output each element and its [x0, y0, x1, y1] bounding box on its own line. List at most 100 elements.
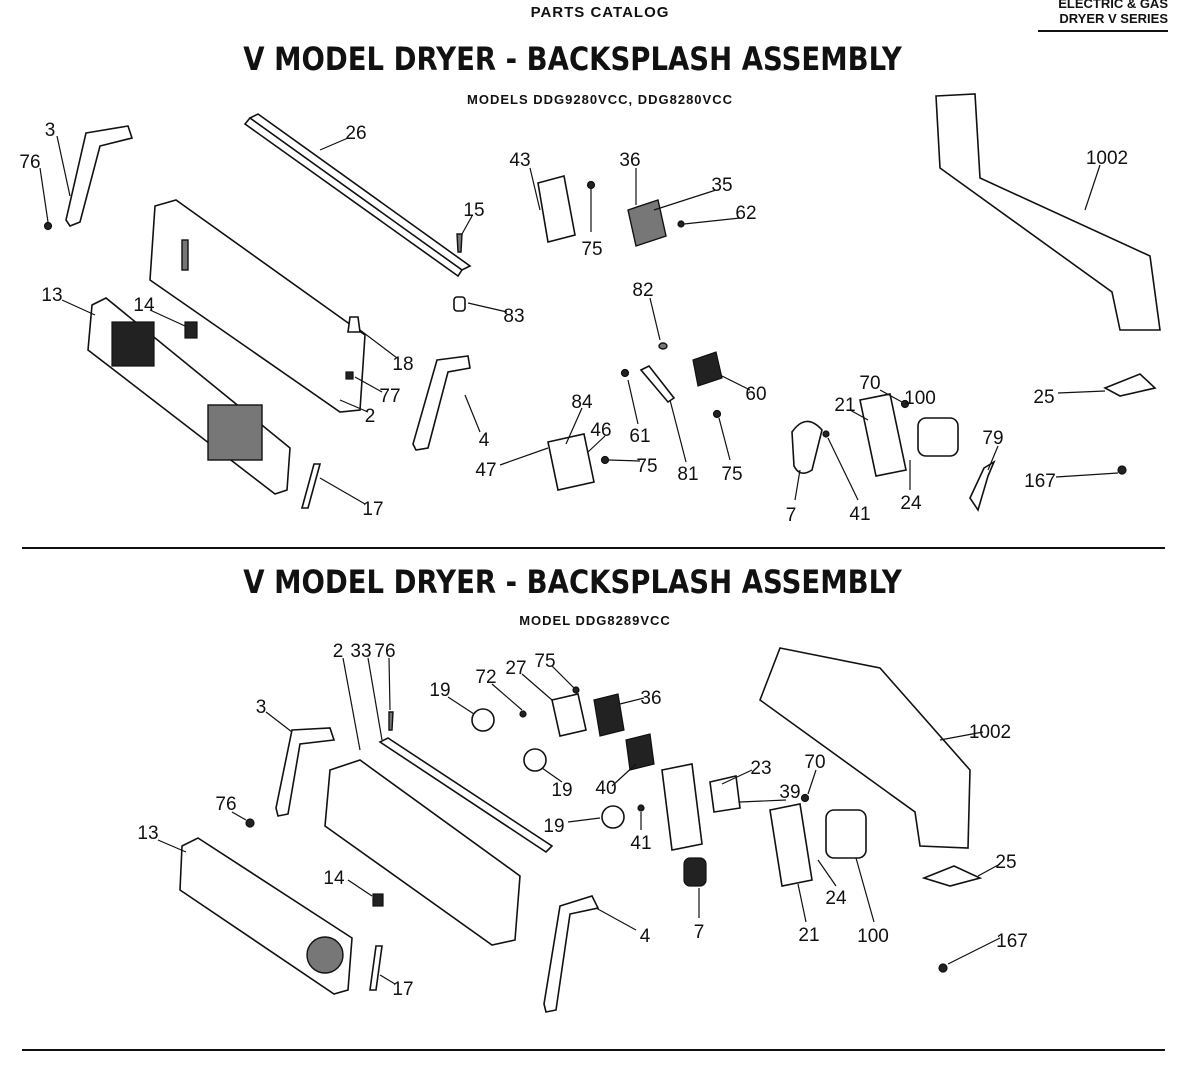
callout-167: 167 [1024, 471, 1056, 492]
part-bushing-83 [453, 296, 466, 312]
callout-15: 15 [463, 200, 484, 221]
callout-81: 81 [677, 464, 698, 485]
callout-84: 84 [571, 392, 593, 413]
part-grommet-18 [347, 316, 361, 333]
callout-100: 100 [857, 926, 889, 947]
callout-83: 83 [503, 306, 524, 327]
part-switch-36 [627, 199, 667, 247]
callout-72: 72 [475, 667, 496, 688]
callout-18: 18 [392, 354, 413, 375]
callout-75: 75 [721, 464, 742, 485]
part-spring-82 [658, 342, 668, 350]
callout-100: 100 [904, 388, 936, 409]
callout-62: 62 [735, 203, 756, 224]
part-knob-19c [601, 805, 625, 829]
part-bracket-4b [543, 895, 600, 1013]
part-bracket-25 [1103, 373, 1157, 397]
part-screw-75 [586, 180, 596, 190]
part-washer-41 [822, 430, 830, 438]
part-trim-26 [243, 113, 472, 278]
part-screw-167 [1117, 465, 1127, 475]
callout-43: 43 [509, 150, 530, 171]
part-panel-2b [324, 759, 521, 946]
callout-24: 24 [900, 493, 922, 514]
part-bracket-43 [537, 175, 576, 243]
callout-25: 25 [1033, 387, 1054, 408]
part-rod-17b [369, 945, 383, 991]
callout-24: 24 [825, 888, 847, 909]
callout-77: 77 [379, 386, 400, 407]
part-screw-70b [800, 793, 810, 803]
part-bracket-27 [551, 693, 587, 737]
part-strip-33 [378, 737, 554, 854]
callout-7: 7 [694, 922, 705, 943]
part-panel-2 [149, 199, 366, 413]
part-knob-7 [791, 420, 823, 474]
section-divider-1 [22, 547, 1165, 549]
part-clip-77 [345, 371, 354, 380]
callout-76: 76 [215, 794, 236, 815]
part-front-panel-13-grille [111, 321, 155, 367]
part-switch-60 [692, 351, 723, 387]
part-screw-15 [456, 233, 463, 253]
callout-75: 75 [534, 651, 555, 672]
part-switch-39 [709, 775, 741, 813]
part-timer-100 [917, 417, 959, 457]
part-plate-23 [661, 763, 703, 851]
callout-47: 47 [475, 460, 496, 481]
callout-14: 14 [323, 868, 345, 889]
section-1-subtitle: MODELS DDG9280VCC, DDG8280VCC [467, 92, 733, 107]
callout-40: 40 [595, 778, 616, 799]
callout-27: 27 [505, 658, 526, 679]
series-header: ELECTRIC & GAS DRYER V SERIES [1058, 0, 1168, 26]
part-screw-76c [388, 711, 394, 731]
part-screw-75c [600, 455, 610, 465]
part-switch-36b [593, 693, 625, 737]
part-screw-76b [245, 818, 255, 828]
part-screw-62 [677, 220, 685, 228]
part-screw-61 [620, 368, 630, 378]
part-plate-46 [547, 433, 595, 491]
part-front-panel-13b-dial [306, 936, 344, 974]
section-2-subtitle: MODEL DDG8289VCC [519, 613, 671, 628]
part-bracket-3 [65, 125, 134, 227]
callout-14: 14 [133, 295, 155, 316]
callout-3: 3 [45, 120, 56, 141]
callout-76: 76 [19, 152, 40, 173]
part-timer-100b [825, 809, 867, 859]
part-screw-167b [938, 963, 948, 973]
callout-70: 70 [859, 373, 880, 394]
part-washer-41b [637, 804, 645, 812]
callout-76: 76 [374, 641, 395, 662]
part-harness-79 [969, 460, 996, 512]
part-rod-17 [300, 463, 322, 509]
callout-2: 2 [365, 406, 376, 427]
catalog-header: PARTS CATALOG [530, 4, 670, 21]
section-1-parts [43, 93, 1161, 512]
callout-1002: 1002 [1086, 148, 1128, 169]
callout-36: 36 [619, 150, 640, 171]
callout-17: 17 [362, 499, 383, 520]
callout-21: 21 [798, 925, 819, 946]
callout-13: 13 [41, 285, 62, 306]
callout-36: 36 [640, 688, 661, 709]
callout-70: 70 [804, 752, 825, 773]
part-bracket-4 [412, 355, 471, 451]
callout-46: 46 [590, 420, 611, 441]
callout-35: 35 [711, 175, 732, 196]
part-knob-19a [471, 708, 495, 732]
part-screw-72 [519, 710, 527, 718]
part-screw-75b [712, 409, 722, 419]
part-button-14 [184, 321, 198, 339]
callout-41: 41 [849, 504, 870, 525]
section-2-leaders [157, 657, 1001, 985]
callout-82: 82 [632, 280, 653, 301]
callout-7: 7 [786, 505, 797, 526]
part-bracket-3b [275, 727, 336, 817]
callout-41: 41 [630, 833, 651, 854]
section-2-parts [179, 647, 983, 1013]
part-endcap-1002b [759, 647, 971, 849]
callout-21: 21 [834, 395, 855, 416]
